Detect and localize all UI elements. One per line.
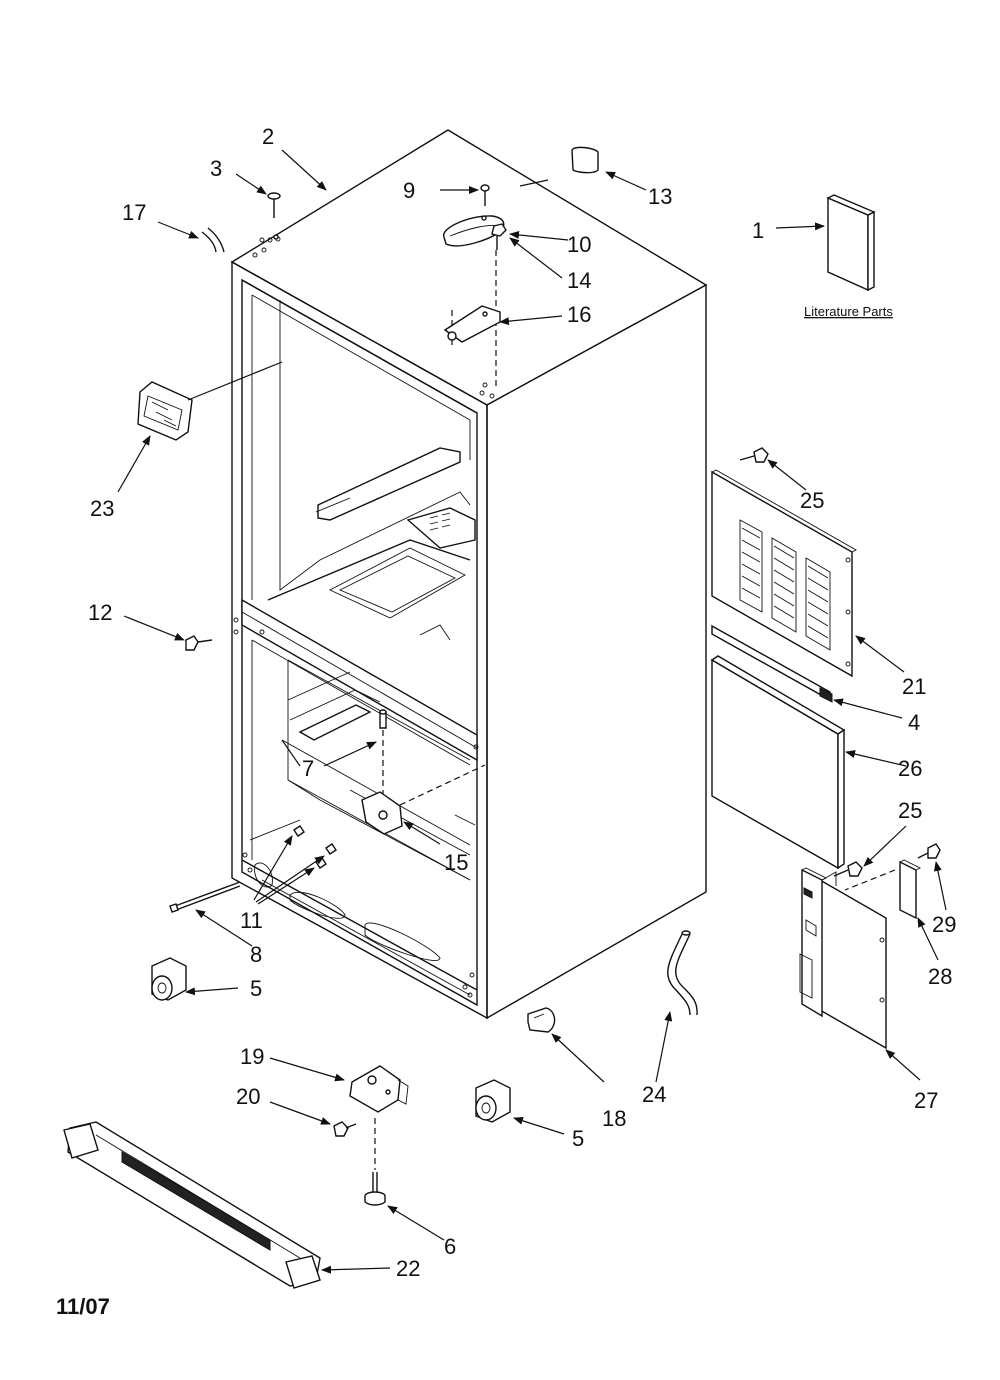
screw-part-29 — [917, 843, 941, 859]
tube-part-17 — [201, 227, 225, 253]
callout-8: 8 — [250, 942, 262, 967]
hinge-part-16 — [443, 305, 501, 343]
insulation-part-26 — [710, 655, 846, 870]
callout-7: 7 — [302, 756, 314, 781]
callout-20: 20 — [236, 1084, 260, 1109]
screw-part-25-upper — [739, 447, 769, 463]
callout-5-right: 5 — [572, 1126, 584, 1151]
callout-2: 2 — [262, 124, 274, 149]
screw-part-20 — [333, 1121, 357, 1137]
callout-6: 6 — [444, 1234, 456, 1259]
callout-1: 1 — [752, 218, 764, 243]
callout-17: 17 — [122, 200, 146, 225]
callout-15: 15 — [444, 850, 468, 875]
caster-left-part-5 — [151, 957, 187, 1001]
screw-part-9 — [480, 184, 490, 206]
callout-26: 26 — [898, 756, 922, 781]
callout-23: 23 — [90, 496, 114, 521]
bracket-part-28 — [899, 859, 922, 920]
callout-16: 16 — [567, 302, 591, 327]
drain-tube-part-24 — [667, 930, 698, 1016]
callout-4: 4 — [908, 710, 920, 735]
callout-5-left: 5 — [250, 976, 262, 1001]
date-code: 11/07 — [56, 1294, 110, 1319]
callout-25-lower: 25 — [898, 798, 922, 823]
leveling-bracket-part-19 — [349, 1065, 409, 1113]
leader-lines — [117, 149, 947, 1274]
callout-21: 21 — [902, 674, 926, 699]
callout-25-upper: 25 — [800, 488, 824, 513]
leveling-leg-part-6 — [364, 1172, 386, 1206]
callout-11: 11 — [240, 908, 263, 933]
label-part-13 — [571, 146, 599, 174]
cabinet — [230, 129, 896, 1170]
callout-13: 13 — [648, 184, 672, 209]
callout-14: 14 — [567, 268, 591, 293]
callout-3: 3 — [210, 156, 222, 181]
callout-19: 19 — [240, 1044, 264, 1069]
callout-24: 24 — [642, 1082, 666, 1107]
control-part-23 — [137, 381, 193, 441]
caster-right-part-5 — [475, 1079, 511, 1123]
callout-28: 28 — [928, 964, 952, 989]
callout-12: 12 — [88, 600, 112, 625]
clamp-part-18 — [527, 1007, 556, 1033]
pin-part-7 — [379, 709, 387, 729]
base-grille-part-22 — [63, 1121, 321, 1289]
rear-access-panel-part-21 — [711, 469, 857, 678]
callout-18: 18 — [602, 1106, 626, 1131]
literature-parts-booklet — [826, 194, 876, 292]
bracket-part-15 — [361, 791, 403, 835]
cover-panel-part-27 — [799, 867, 887, 1050]
callout-labels: 2 3 17 9 10 14 16 13 1 Literature Parts … — [88, 124, 956, 1281]
callout-22: 22 — [396, 1256, 420, 1281]
strip-part-4 — [711, 624, 833, 703]
callout-10: 10 — [567, 232, 591, 257]
screw-part-14 — [491, 223, 507, 250]
screw-part-3 — [267, 192, 281, 240]
screw-part-12 — [185, 635, 213, 651]
literature-parts-label: Literature Parts — [804, 304, 893, 319]
callout-27: 27 — [914, 1088, 938, 1113]
callout-29: 29 — [932, 912, 956, 937]
callout-9: 9 — [403, 178, 415, 203]
screw-part-8 — [169, 881, 241, 913]
